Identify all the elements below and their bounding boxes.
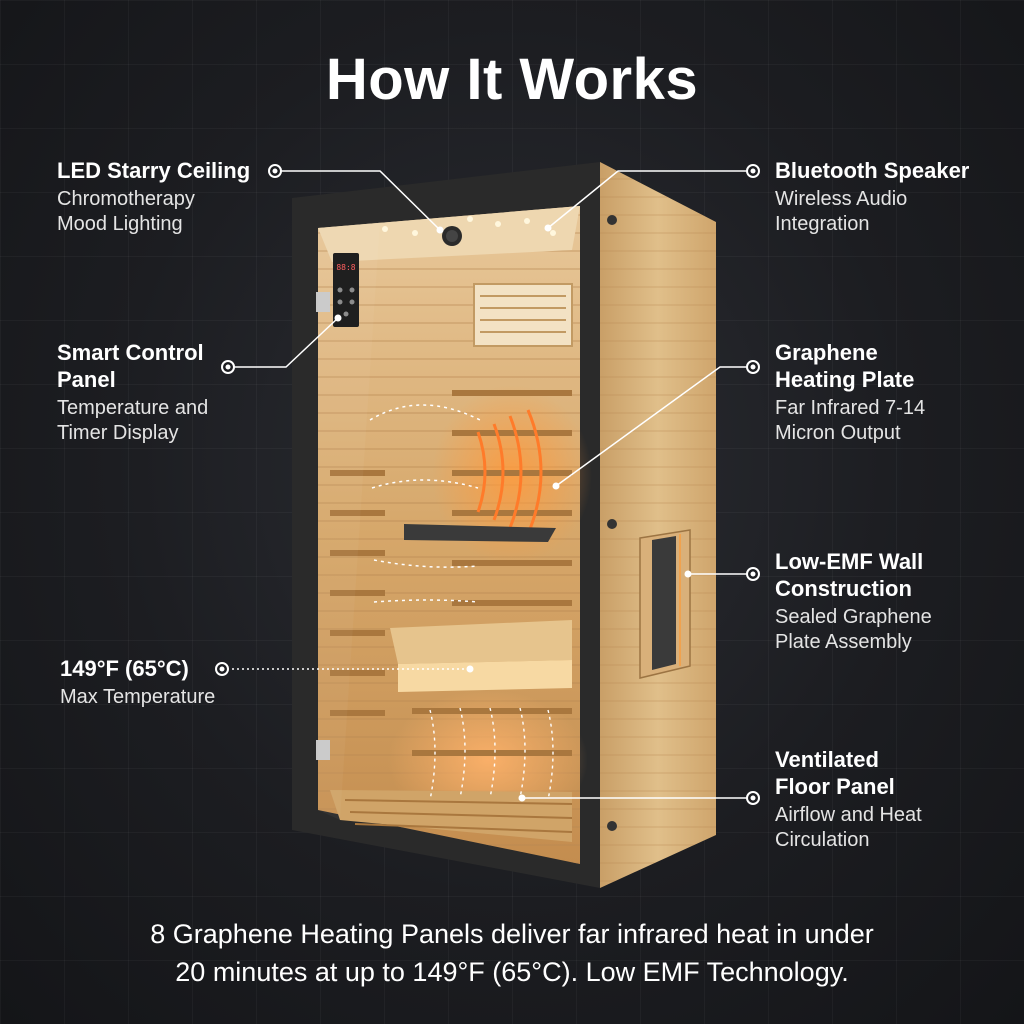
smart-panel-desc: Temperature and Timer Display [57,397,209,444]
left-wall-slats [330,470,385,716]
callout-bluetooth: Bluetooth Speaker Wireless Audio Integra… [775,157,969,237]
callout-dots [215,164,760,805]
heat-flow-arrows [369,404,481,603]
callout-led-ceiling: LED Starry Ceiling Chromotherapy Mood Li… [57,157,250,237]
low-emf-heading: Low-EMF Wall Construction [775,549,924,601]
led-ceiling-heading: LED Starry Ceiling [57,158,251,183]
top-hinge [316,292,330,312]
low-emf-wall-cutaway [639,529,691,679]
callout-floor: Ventilated Floor Panel Airflow and Heat … [775,746,922,853]
max-temp-heading: 149°F (65°C) [60,656,189,681]
page-title: How It Works [325,47,699,112]
back-wall-vent [473,283,573,347]
bluetooth-heading: Bluetooth Speaker [775,158,970,183]
led-ceiling-desc: Chromotherapy Mood Lighting [57,188,195,235]
glass-reflection [318,222,380,820]
led-ceiling [318,206,580,262]
svg-text:88:8: 88:8 [336,263,355,272]
graphene-desc: Far Infrared 7-14 Micron Output [775,397,926,444]
sauna-side-panel [600,162,716,888]
armrest-shelf [404,524,556,542]
footer-line-1: 8 Graphene Heating Panels deliver far in… [150,919,874,949]
bluetooth-desc: Wireless Audio Integration [775,188,908,235]
floor-desc: Airflow and Heat Circulation [775,804,922,851]
ventilated-floor [330,690,588,842]
callout-low-emf: Low-EMF Wall Construction Sealed Graphen… [775,548,932,655]
callout-smart-panel: Smart Control Panel Temperature and Time… [57,339,208,446]
smart-panel-heading: Smart Control Panel [57,340,204,392]
callout-graphene: Graphene Heating Plate Far Infrared 7-14… [775,339,925,446]
bench [390,620,572,692]
leader-lines [222,170,753,799]
target-dots [334,224,692,802]
graphene-heating-plate [432,385,592,606]
callout-max-temp: 149°F (65°C) Max Temperature [60,655,215,710]
footer-description: 8 Graphene Heating Panels deliver far in… [40,915,984,991]
low-emf-desc: Sealed Graphene Plate Assembly [775,606,932,653]
graphene-heading: Graphene Heating Plate [775,340,915,392]
footer-line-2: 20 minutes at up to 149°F (65°C). Low EM… [175,957,849,987]
floor-heading: Ventilated Floor Panel [775,747,895,799]
smart-control-panel: 88:8 [333,253,359,327]
max-temp-desc: Max Temperature [60,686,216,708]
bottom-hinge [316,740,330,760]
